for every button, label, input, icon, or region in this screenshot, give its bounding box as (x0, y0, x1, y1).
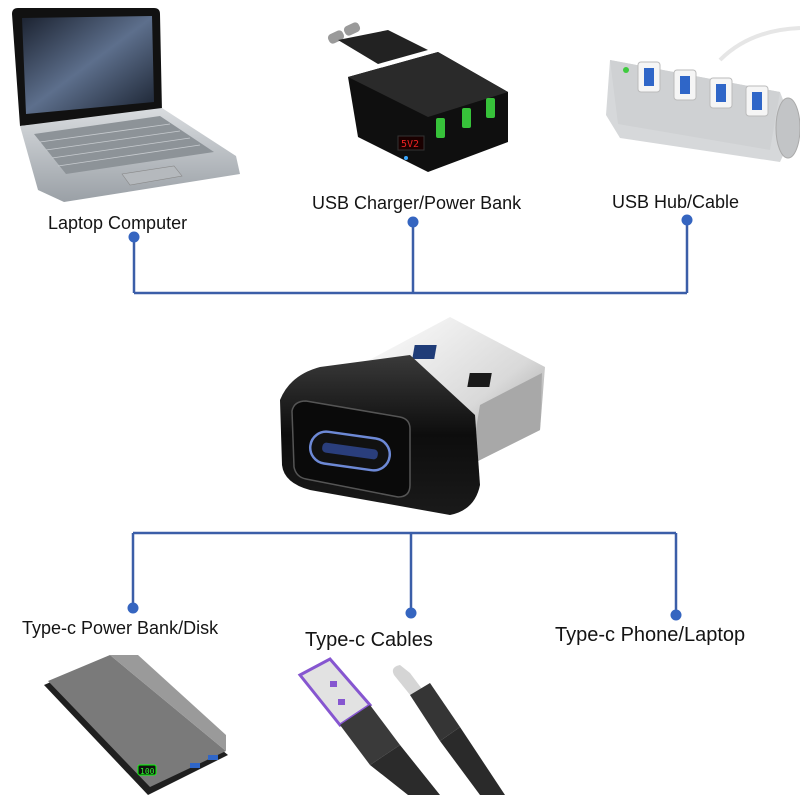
usb-charger-icon: 5V2 (327, 22, 508, 172)
label-usb-charger: USB Charger/Power Bank (312, 193, 522, 213)
label-type-c-phone-laptop: Type-c Phone/Laptop (555, 624, 746, 646)
power-bank-icon: 100 (44, 655, 228, 795)
label-laptop-computer: Laptop Computer (48, 213, 188, 233)
type-c-cable-icon (297, 657, 505, 795)
label-type-c-cables: Type-c Cables (305, 629, 433, 651)
usb-to-type-c-adapter (280, 317, 545, 515)
dot-phone (670, 609, 682, 621)
label-usb-hub: USB Hub/Cable (612, 192, 740, 212)
dot-hub (681, 214, 693, 226)
power-bank-display: 100 (140, 767, 155, 776)
laptop-icon (12, 8, 240, 202)
svg-text:5V2: 5V2 (401, 139, 419, 150)
usb-hub-icon (606, 26, 800, 162)
dot-laptop (128, 231, 140, 243)
dot-charger (407, 216, 419, 228)
dot-cables (405, 607, 417, 619)
dot-powerbank (127, 602, 139, 614)
label-type-c-power-bank: Type-c Power Bank/Disk (22, 618, 219, 638)
